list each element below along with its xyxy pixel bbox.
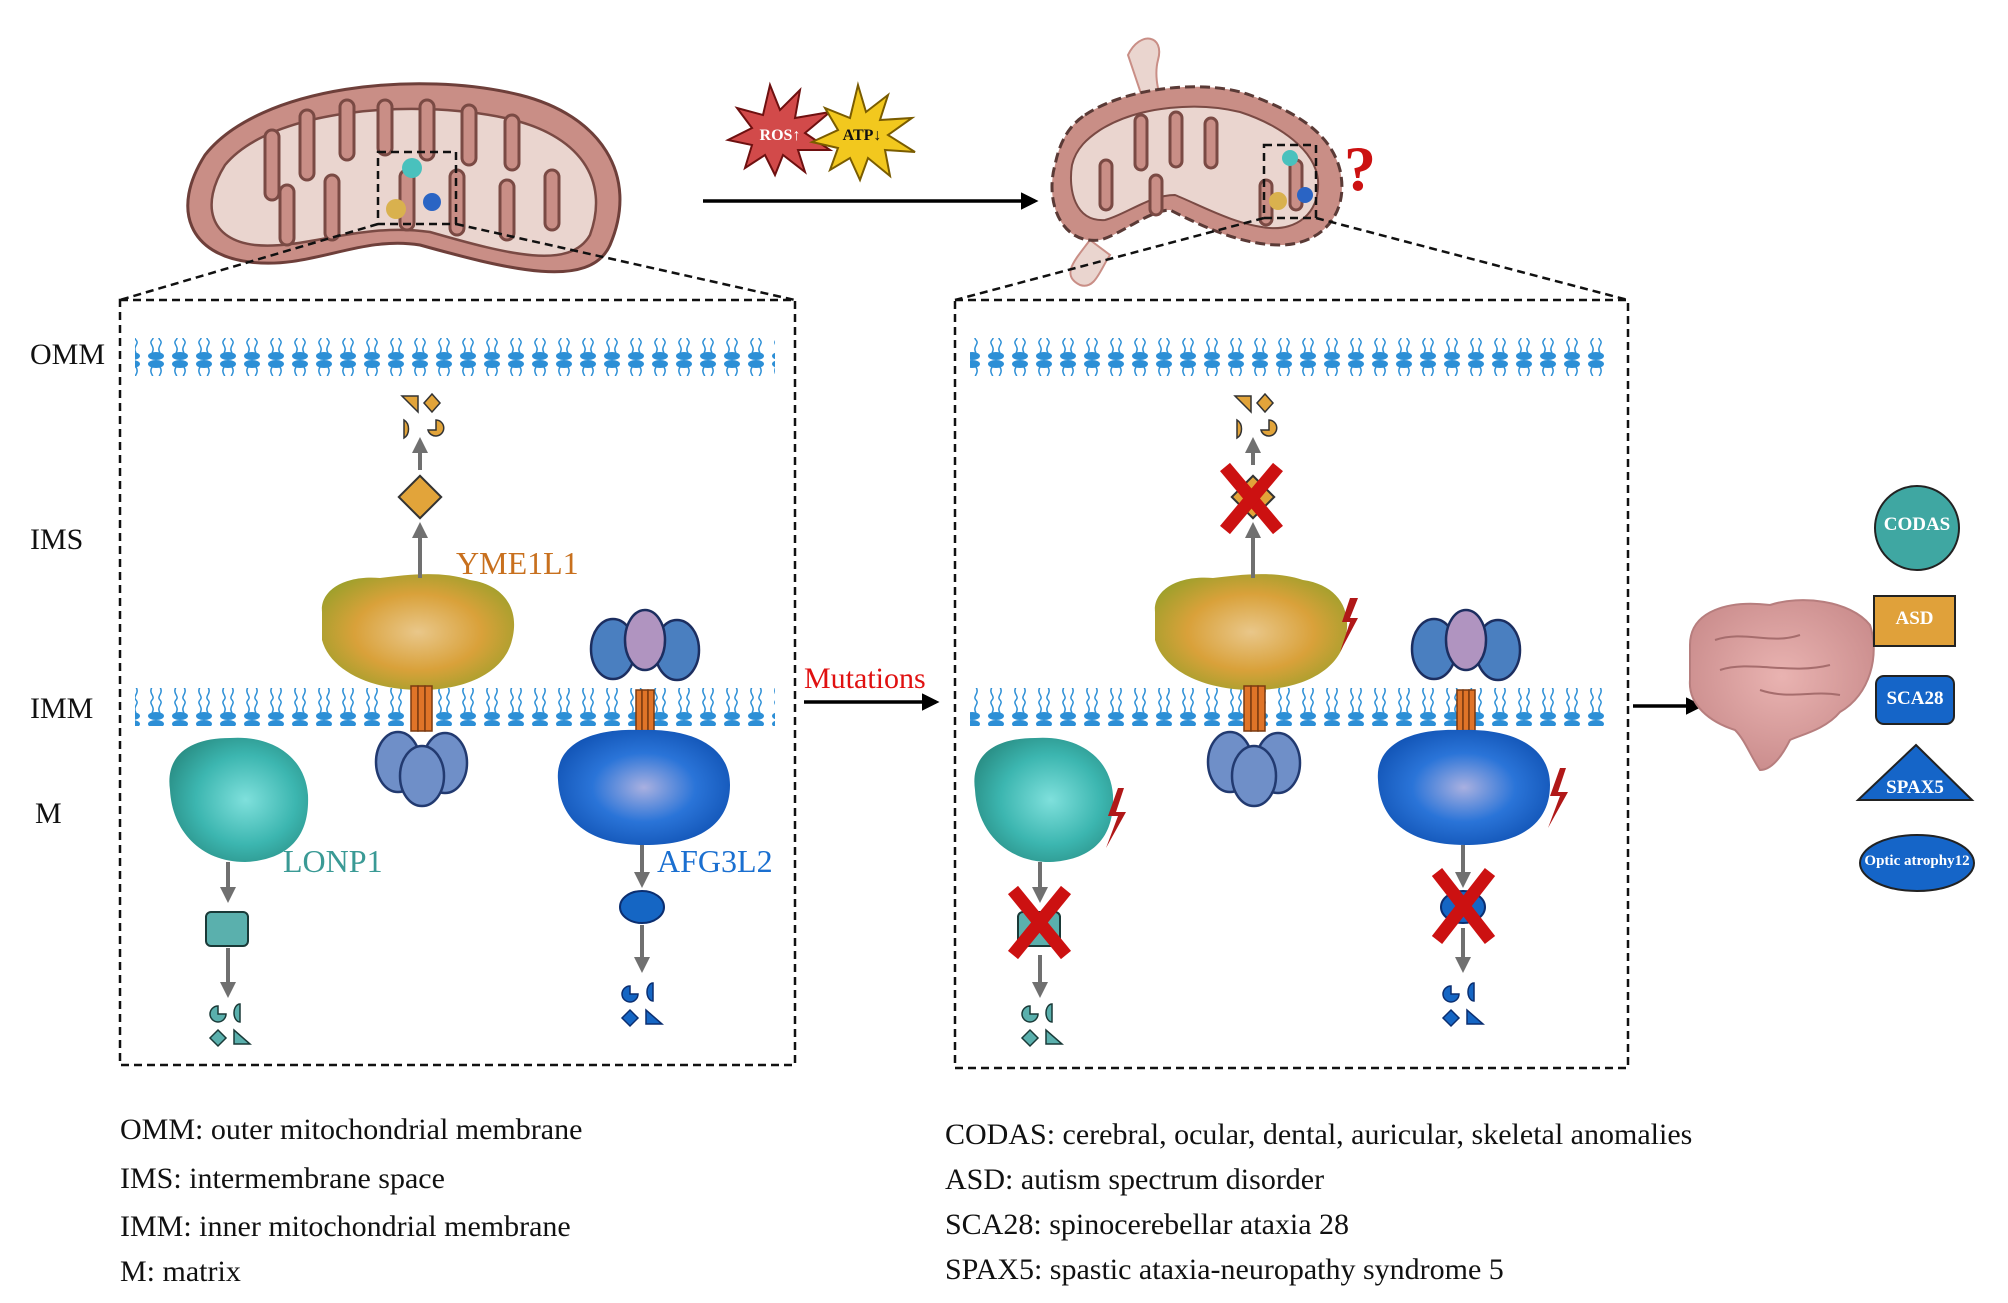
mutant-panel (953, 298, 1630, 1070)
afg3l2-label: AFG3L2 (657, 843, 773, 879)
afg3l2-substrate-left (619, 890, 665, 924)
omm-membrane-left (135, 338, 775, 376)
legend-left-item: M: matrix (120, 1255, 241, 1288)
lonp1-fragments-left (208, 1003, 252, 1048)
omm-side-label: OMM (30, 338, 106, 371)
lonp1-substrate-left (205, 911, 249, 947)
afg3l2-complex-right (1377, 608, 1550, 845)
yme1l1-complex-right (1154, 574, 1348, 808)
brain-icon (1688, 599, 1875, 772)
yme1l1-complex-left (321, 574, 515, 808)
ims-side-label: IMS (30, 523, 84, 556)
optic-atrophy12-badge (1859, 834, 1975, 892)
optic-atrophy12-text: Optic atrophy12 (1864, 853, 1970, 869)
afg3l2-fragments-left (620, 982, 664, 1028)
asd-badge (1873, 595, 1956, 647)
lonp1-label: LONP1 (283, 843, 383, 879)
yme1l1-fragments-left (400, 392, 445, 440)
lonp1-complex-left (169, 737, 309, 862)
zoom-lines-right (954, 216, 1629, 302)
afg3l2-fragments-right (1441, 982, 1485, 1028)
imm-membrane-left (135, 688, 775, 726)
lonp1-fragments-right (1020, 1003, 1064, 1048)
ros-label: ROS↑ (760, 127, 801, 144)
question-mark: ? (1344, 133, 1376, 204)
spax5-text: SPAX5 (1886, 777, 1944, 798)
block-x-yme1l1-icon (1220, 462, 1283, 535)
lonp1-complex-right (974, 737, 1114, 862)
healthy-mitochondrion-icon (186, 82, 622, 274)
legend-left-item: IMS: intermembrane space (120, 1162, 445, 1195)
mutation-bolt-lonp1-icon (1106, 788, 1126, 848)
imm-side-label: IMM (30, 692, 94, 725)
ros-star-icon (724, 81, 834, 178)
sca28-badge (1875, 675, 1955, 725)
asd-text: ASD (1895, 608, 1934, 629)
healthy-panel (118, 298, 797, 1067)
yme1l1-substrate-left (397, 474, 443, 520)
yme1l1-label: YME1L1 (456, 545, 579, 581)
zoom-lines-left (119, 222, 796, 302)
mutation-bolt-afg3l2-icon (1548, 768, 1568, 828)
atp-star-icon (808, 81, 916, 183)
atp-label: ATP↓ (843, 127, 882, 144)
sca28-text: SCA28 (1886, 688, 1944, 709)
legend-right-item: CODAS: cerebral, ocular, dental, auricul… (945, 1118, 1693, 1151)
codas-badge (1874, 485, 1960, 571)
legend-right-item: ASD: autism spectrum disorder (945, 1163, 1325, 1196)
block-x-lonp1-icon (1007, 885, 1072, 960)
damaged-mitochondrion-icon (1050, 37, 1344, 287)
codas-text: CODAS (1883, 514, 1951, 535)
legend-right-item: SPAX5: spastic ataxia-neuropathy syndrom… (945, 1253, 1504, 1286)
legend-right-item: SCA28: spinocerebellar ataxia 28 (945, 1208, 1350, 1241)
yme1l1-fragments-right (1233, 392, 1278, 440)
spax5-badge (1855, 743, 1975, 801)
omm-membrane-right (970, 338, 1610, 376)
legend-left-item: IMM: inner mitochondrial membrane (120, 1210, 571, 1243)
mutation-bolt-yme1l1-icon (1340, 598, 1358, 652)
mutations-label: Mutations (804, 662, 926, 695)
legend-left-item: OMM: outer mitochondrial membrane (120, 1113, 583, 1146)
block-x-afg3l2-icon (1431, 868, 1496, 944)
imm-membrane-right (970, 688, 1610, 726)
afg3l2-complex-left (557, 608, 730, 845)
m-side-label: M (35, 797, 62, 830)
